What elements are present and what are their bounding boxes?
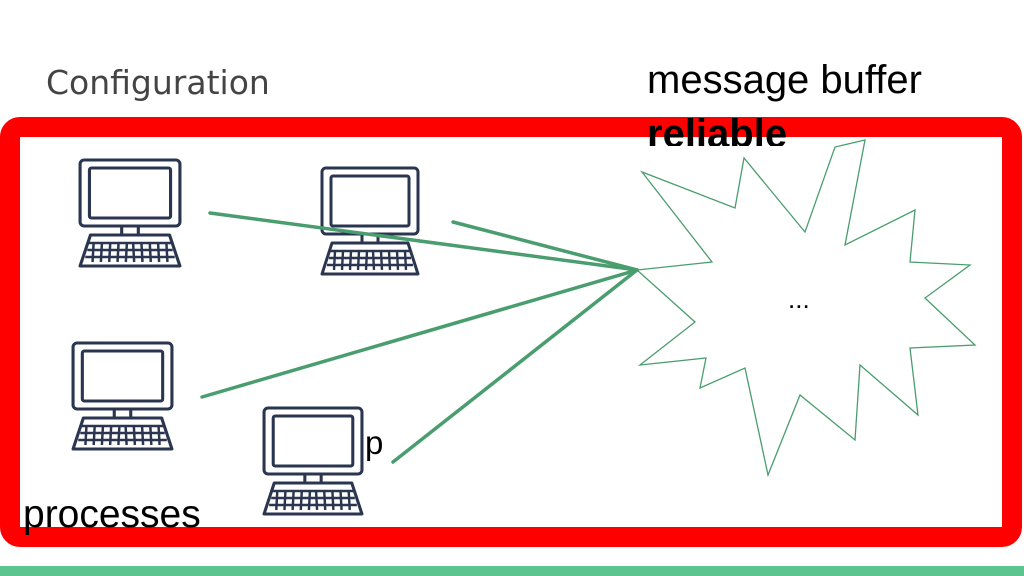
message-buffer-label: message buffer	[647, 58, 922, 102]
connection-line	[200, 268, 639, 399]
buffer-contents-ellipsis: ...	[788, 284, 810, 314]
connection-line	[208, 211, 639, 272]
process-p-label: p	[365, 424, 384, 461]
reliable-label: reliable	[647, 106, 787, 146]
computer-icon	[262, 406, 364, 516]
configuration-frame	[0, 117, 1022, 547]
connection-line	[451, 220, 639, 272]
processes-label: processes	[23, 493, 201, 536]
computer-icon	[320, 166, 420, 276]
computer-icon	[71, 341, 174, 451]
reliable-label-text: reliable	[647, 112, 788, 146]
computer-icon	[78, 158, 182, 268]
connection-line	[391, 268, 639, 464]
message-buffer-shape	[635, 139, 977, 478]
bottom-accent-bar	[0, 566, 1024, 576]
slide-title: Configuration	[46, 63, 270, 102]
